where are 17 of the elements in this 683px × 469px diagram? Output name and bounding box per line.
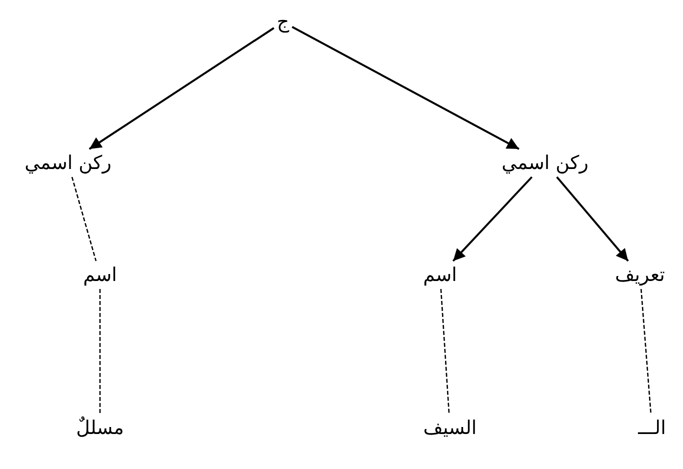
- dashed-line: [440, 288, 450, 414]
- word-label: ركن اسمي: [498, 149, 592, 177]
- word-label: مسللٌ: [73, 414, 127, 442]
- dashed-line: [71, 176, 97, 262]
- arrow: [88, 27, 274, 150]
- dashed-line: [640, 288, 652, 414]
- word-label: تعريف: [612, 261, 668, 289]
- word-label: ج: [274, 8, 292, 36]
- arrow: [556, 176, 629, 262]
- word-label: اسم: [420, 261, 460, 289]
- word-label: السيف: [420, 414, 480, 442]
- word-label: ركن اسمي: [22, 149, 114, 177]
- dashed-line: [99, 289, 101, 414]
- word-label: اسم: [80, 261, 120, 289]
- arrow: [292, 26, 520, 150]
- arrow: [452, 176, 533, 262]
- word-label: الـــ: [635, 414, 669, 442]
